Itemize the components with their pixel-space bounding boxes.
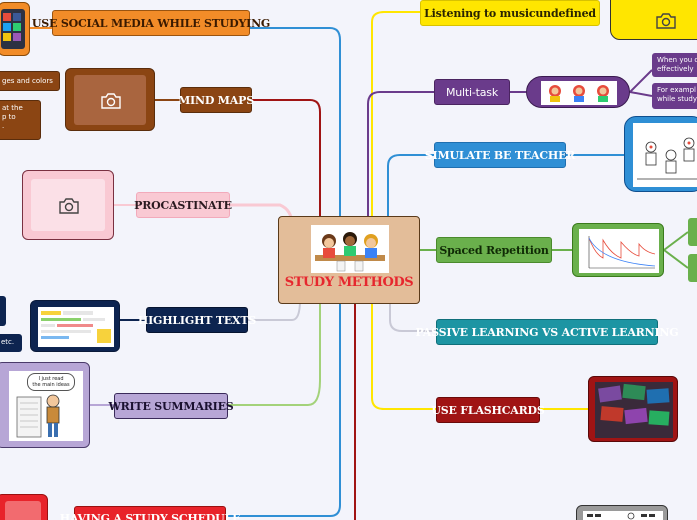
summaries-image: I just read the main ideas <box>0 362 90 448</box>
camera-icon <box>23 171 113 239</box>
mind-maps-image-placeholder <box>65 68 155 131</box>
central-topic-title: STUDY METHODS <box>284 275 414 290</box>
highlight-image <box>30 300 120 352</box>
camera-icon <box>611 1 697 39</box>
use-flashcards-node[interactable]: USE FLASHCARDS <box>431 397 545 423</box>
multi-task-note-effectively: When you c effectively <box>652 53 697 77</box>
social-media-image <box>0 2 30 56</box>
procrastinate-node[interactable]: PROCASTINATE <box>134 192 232 218</box>
schedule-image <box>0 494 48 520</box>
bottom-right-image <box>576 505 668 520</box>
passive-active-learning-node[interactable]: PASSIVE LEARNING VS ACTIVE LEARNING <box>416 319 679 345</box>
simulate-teacher-image <box>624 116 697 192</box>
highlight-texts-node[interactable]: HIGHLIGHT TEXTS <box>138 307 256 333</box>
social-media-node[interactable]: USE SOCIAL MEDIA WHILE STUDYING <box>32 10 270 36</box>
spaced-note-1 <box>688 218 697 246</box>
spaced-repetition-chart-image <box>572 223 664 277</box>
spaced-note-2 <box>688 254 697 282</box>
multi-task-image <box>526 76 630 108</box>
write-summaries-node[interactable]: WRITE SUMMARIES <box>108 393 234 419</box>
spaced-repetition-node[interactable]: Spaced Repetition <box>436 237 552 263</box>
students-illustration <box>311 225 389 273</box>
highlight-note-etc: etc. <box>0 334 22 352</box>
flashcards-image <box>588 376 678 442</box>
social-apps-icon <box>1 9 25 49</box>
summary-speech-bubble: I just read the main ideas <box>27 373 75 391</box>
multi-task-node[interactable]: Multi-task <box>434 79 510 105</box>
music-image-placeholder <box>610 0 697 40</box>
mind-maps-node[interactable]: MIND MAPS <box>178 87 254 113</box>
simulate-teacher-node[interactable]: SIMULATE BE TEACHER <box>425 142 575 168</box>
multi-task-note-example: For exampl while study <box>652 83 697 109</box>
study-schedule-node[interactable]: HAVING A STUDY SCHEDULE <box>60 506 240 520</box>
central-topic[interactable]: STUDY METHODS <box>278 216 420 304</box>
camera-icon <box>66 69 154 130</box>
procrastinate-image-placeholder <box>22 170 114 240</box>
listening-music-node[interactable]: Listening to musicundefined <box>420 0 600 26</box>
mind-maps-note-summary: at the p to . <box>0 100 41 140</box>
mind-maps-note-colors: ges and colors <box>0 71 60 91</box>
highlight-note-dark <box>0 296 6 326</box>
